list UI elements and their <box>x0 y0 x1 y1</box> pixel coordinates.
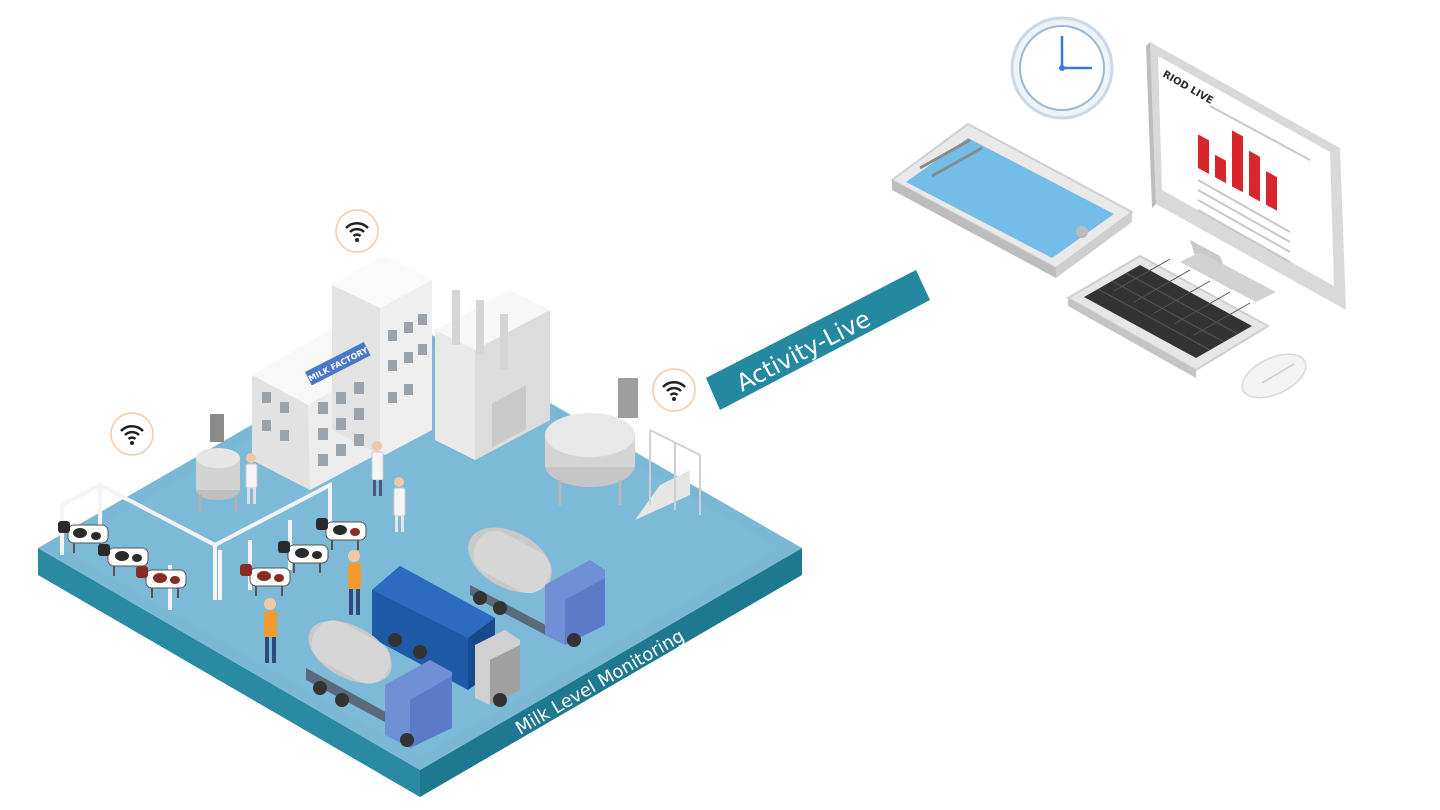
clock-icon <box>1010 16 1114 120</box>
tanker-truck-rear <box>468 527 605 647</box>
worker-hi-vis <box>348 550 361 615</box>
cows <box>58 518 367 598</box>
computer-mouse <box>1241 353 1307 399</box>
monitor-bar-chart <box>1198 130 1277 211</box>
activity-live-banner: Activity-Live <box>706 270 930 410</box>
wifi-icon <box>335 209 379 253</box>
activity-live-label: Activity-Live <box>732 305 875 398</box>
keyboard <box>1065 254 1270 378</box>
monitor-bar <box>1198 134 1209 174</box>
worker-lab-coat <box>371 441 384 496</box>
milk-factory-building: MILK FACTORY <box>252 255 550 490</box>
worker-lab-coat <box>393 477 406 532</box>
tablet-device <box>890 122 1134 278</box>
wifi-icon <box>652 368 696 412</box>
monitor-bar <box>1232 130 1243 193</box>
worker-hi-vis <box>264 598 277 663</box>
monitor-bar <box>1215 154 1226 184</box>
box-truck-blue <box>372 566 520 707</box>
wifi-icon <box>110 412 154 456</box>
milk-tank-small <box>196 414 240 512</box>
monitor-bar <box>1266 171 1277 211</box>
monitor-bar <box>1249 150 1260 202</box>
desktop-monitor: RIOD LIVE <box>1146 42 1346 310</box>
worker-lab-coat <box>245 453 258 504</box>
milk-tank-large <box>545 378 701 520</box>
workers <box>245 441 406 663</box>
tanker-truck-front <box>306 620 452 748</box>
